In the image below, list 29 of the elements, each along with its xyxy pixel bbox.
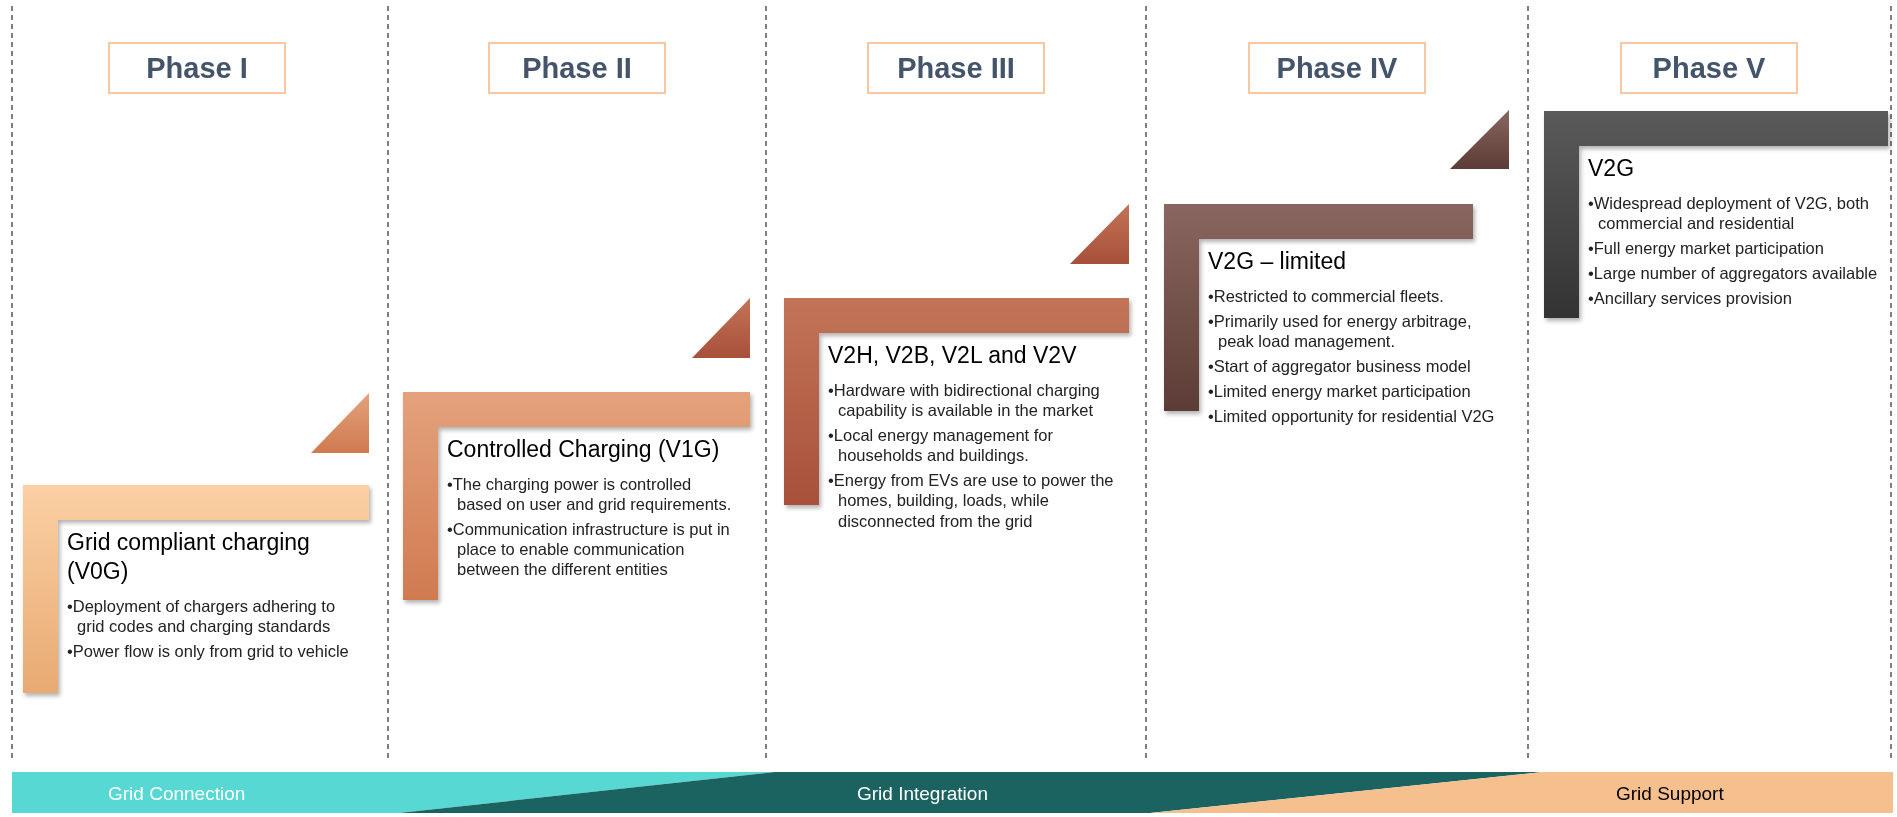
phase-label-box: Phase III [867, 42, 1045, 94]
phase-label-box: Phase I [108, 42, 286, 94]
bullet-item: •Power flow is only from grid to vehicle [67, 640, 350, 661]
bullet-item: •Communication infrastructure is put in place to enable communication between the different entities [447, 519, 731, 580]
step-title: V2G – limited [1208, 247, 1348, 276]
step-title: Grid compliant charging (V0G) [67, 528, 311, 586]
bullet-item: •Restricted to commercial fleets. [1208, 285, 1445, 306]
phase-label-box: Phase V [1620, 42, 1798, 94]
bullet-item: •Local energy management for households and buildings. [828, 425, 1054, 466]
bullet-item: •Limited opportunity for residential V2G [1208, 406, 1496, 427]
bullet-item: •Start of aggregator business model [1208, 356, 1472, 377]
band-label: Grid Connection [108, 783, 246, 805]
bullet-item: •Full energy market participation [1588, 238, 1825, 259]
phase-label-box: Phase II [488, 42, 666, 94]
step-title: Controlled Charging (V1G) [447, 435, 721, 464]
phase-label-box: Phase IV [1248, 42, 1426, 94]
bullet-item: •Energy from EVs are use to power the homes, building, loads, while disconnected from the grid [828, 470, 1115, 531]
bullet-item: •Deployment of chargers adhering to grid codes and charging standards [67, 595, 337, 636]
bullet-item: •Large number of aggregators available [1588, 263, 1878, 284]
step-title: V2G [1588, 154, 1636, 183]
bullet-item: •Hardware with bidirectional charging capability is available in the market [828, 379, 1101, 420]
bullet-item: •Widespread deployment of V2G, both commercial and residential [1588, 192, 1870, 233]
band-label: Grid Support [1616, 783, 1724, 805]
bullet-item: •Ancillary services provision [1588, 288, 1793, 309]
bullet-item: •The charging power is controlled based on user and grid requirements. [447, 473, 733, 514]
bullet-item: •Primarily used for energy arbitrage, peak load management. [1208, 310, 1473, 352]
band-label: Grid Integration [857, 783, 988, 805]
bullet-item: •Limited energy market participation [1208, 381, 1472, 402]
step-title: V2H, V2B, V2L and V2V [828, 341, 1078, 370]
